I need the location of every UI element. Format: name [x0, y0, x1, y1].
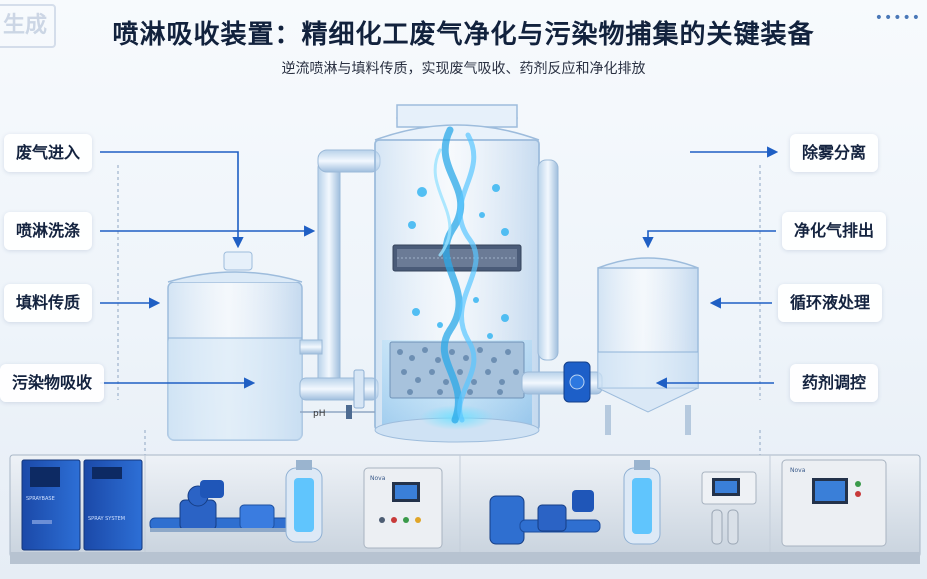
- label-clean-gas-outlet: 净化气排出: [782, 212, 887, 250]
- page-subtitle: 逆流喷淋与填料传质，实现废气吸收、药剂反应和净化排放: [281, 61, 646, 77]
- label-demister: 除雾分离: [790, 134, 879, 172]
- outlet-piping: [521, 159, 603, 403]
- panel-badge-right: Nova: [790, 467, 806, 474]
- ph-label: pH: [313, 409, 325, 419]
- cabinet-left-text: SPRAYBASE: [26, 496, 55, 502]
- more-menu-icon[interactable]: •••••: [874, 10, 921, 26]
- spray-absorption-column: [374, 104, 540, 443]
- label-waste-gas-inlet: 废气进入: [4, 134, 93, 172]
- monitor-unit: [701, 471, 757, 545]
- panel-badge-left: Nova: [370, 475, 386, 482]
- left-storage-tank: [167, 251, 303, 441]
- pump-set-left: [149, 480, 291, 532]
- label-circulating-liquid: 循环液处理: [778, 284, 883, 322]
- filter-vessel-left: [285, 460, 323, 543]
- filter-vessel-right: [623, 460, 661, 545]
- inlet-piping: [299, 149, 381, 409]
- water-swirl: [433, 126, 479, 424]
- packing-media: [397, 347, 519, 395]
- label-pollutant-absorption: 污染物吸收: [0, 364, 105, 402]
- watermark-badge: 生成: [0, 4, 56, 48]
- flow-arrows: [100, 146, 779, 389]
- label-chemical-dosing: 药剂调控: [790, 364, 879, 402]
- control-panel-right: Nova: [781, 459, 887, 547]
- right-circulation-tank: [597, 257, 699, 435]
- page-title: 喷淋吸收装置：精细化工废气净化与污染物捕集的关键装备: [112, 20, 815, 50]
- cabinet-right-text: SPRAY SYSTEM: [88, 516, 125, 522]
- pump-set-middle: [489, 490, 601, 545]
- label-spray-washing: 喷淋洗涤: [4, 212, 93, 250]
- dashed-guides: [117, 165, 761, 455]
- water-droplets: [408, 184, 509, 339]
- ph-sensor-line: pH: [300, 405, 375, 419]
- control-cabinets: SPRAYBASE SPRAY SYSTEM: [21, 459, 143, 551]
- label-packing-mass-transfer: 填料传质: [4, 284, 93, 322]
- control-panel-left: Nova: [363, 467, 443, 549]
